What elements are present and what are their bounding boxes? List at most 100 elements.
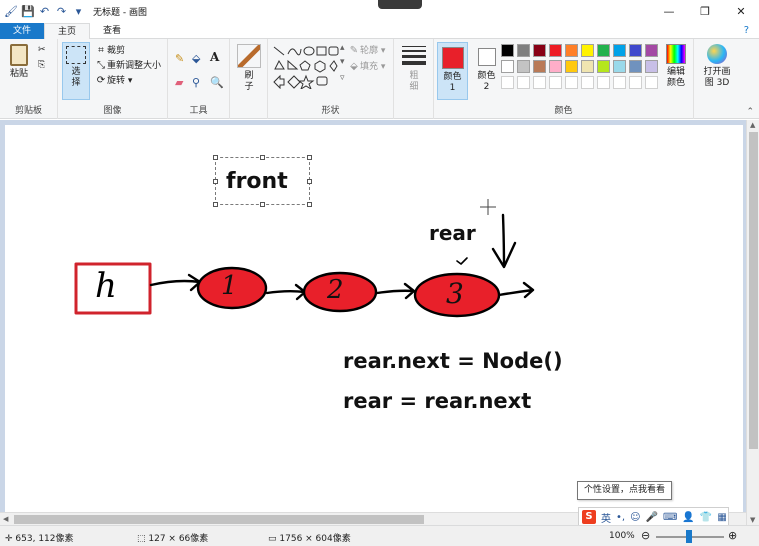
palette-swatch[interactable] bbox=[533, 76, 546, 89]
tab-view[interactable]: 查看 bbox=[103, 26, 122, 36]
customize-dropdown-icon[interactable]: ▾ bbox=[75, 5, 82, 18]
copy-icon[interactable]: ⎘ bbox=[38, 60, 46, 70]
palette-swatch[interactable] bbox=[581, 44, 594, 57]
maximize-button[interactable]: ❐ bbox=[700, 5, 710, 18]
color1-button[interactable]: 颜色 1 bbox=[437, 42, 468, 100]
undo-icon[interactable]: ↶ bbox=[39, 5, 50, 18]
paint3d-button[interactable]: 打开画图 3D bbox=[699, 44, 735, 89]
resize-button[interactable]: ⤡重新调整大小 bbox=[95, 60, 161, 72]
scroll-up-icon[interactable]: ▲ bbox=[750, 121, 756, 129]
save-icon[interactable]: 💾 bbox=[21, 5, 35, 18]
brush-icon bbox=[237, 44, 261, 68]
size-button[interactable]: 粗细 bbox=[399, 44, 429, 93]
palette-swatch[interactable] bbox=[533, 44, 546, 57]
close-button[interactable]: ✕ bbox=[736, 5, 746, 18]
shapes-gallery[interactable] bbox=[273, 45, 339, 89]
microphone-icon[interactable]: 🎤 bbox=[645, 511, 658, 523]
pencil-icon[interactable]: ✎ bbox=[175, 52, 185, 65]
shapes-scroll-down-icon[interactable]: ▾ bbox=[340, 57, 345, 67]
crop-button[interactable]: ⌗裁剪 bbox=[95, 45, 125, 57]
punctuation-icon[interactable]: •, bbox=[616, 511, 626, 523]
vertical-scroll-thumb[interactable] bbox=[749, 132, 758, 449]
ime-mode[interactable]: 英 bbox=[601, 513, 611, 525]
palette-swatch[interactable] bbox=[501, 44, 514, 57]
selection-handle-br[interactable] bbox=[307, 202, 312, 207]
palette-swatch[interactable] bbox=[597, 60, 610, 73]
selection-handle-bm[interactable] bbox=[260, 202, 265, 207]
brushes-button[interactable]: 刷子 bbox=[234, 44, 264, 93]
selection-handle-mr[interactable] bbox=[307, 179, 312, 184]
arrow-head-to-1 bbox=[149, 273, 202, 292]
rotate-button[interactable]: ⟳旋转 ▾ bbox=[96, 75, 133, 86]
minimize-button[interactable]: — bbox=[663, 5, 675, 18]
select-button[interactable]: 选择 bbox=[62, 42, 90, 100]
drawing-canvas[interactable]: front rear h 1 2 3 rear.next = Node() re… bbox=[5, 125, 743, 518]
tab-file[interactable]: 文件 bbox=[0, 23, 45, 39]
palette-swatch[interactable] bbox=[517, 44, 530, 57]
palette-swatch[interactable] bbox=[517, 60, 530, 73]
window-drag-handle[interactable] bbox=[378, 0, 422, 9]
tab-home[interactable]: 主页 bbox=[44, 23, 91, 39]
redo-icon[interactable]: ↷ bbox=[56, 5, 67, 18]
eraser-icon[interactable]: ▰ bbox=[175, 76, 184, 89]
palette-swatch[interactable] bbox=[629, 76, 642, 89]
horizontal-scroll-thumb[interactable] bbox=[14, 515, 424, 524]
palette-swatch[interactable] bbox=[613, 44, 626, 57]
palette-swatch[interactable] bbox=[629, 44, 642, 57]
magnifier-icon[interactable]: 🔍 bbox=[210, 76, 224, 89]
selection-handle-tm[interactable] bbox=[260, 155, 265, 160]
palette-swatch[interactable] bbox=[549, 60, 562, 73]
selection-handle-tl[interactable] bbox=[213, 155, 218, 160]
palette-swatch[interactable] bbox=[645, 60, 658, 73]
ime-toolbar[interactable]: S 英 •, ☺ 🎤 ⌨ 👤 👕 ▦ bbox=[578, 507, 729, 527]
keyboard-icon[interactable]: ⌨ bbox=[662, 511, 678, 523]
shapes-scroll-up-icon[interactable]: ▴ bbox=[340, 43, 345, 53]
palette-swatch[interactable] bbox=[645, 44, 658, 57]
palette-swatch[interactable] bbox=[613, 76, 626, 89]
head-letter: h bbox=[95, 266, 117, 306]
palette-swatch[interactable] bbox=[613, 60, 626, 73]
palette-swatch[interactable] bbox=[581, 76, 594, 89]
palette-swatch[interactable] bbox=[565, 76, 578, 89]
palette-swatch[interactable] bbox=[501, 76, 514, 89]
zoom-slider-thumb[interactable] bbox=[686, 530, 692, 543]
vertical-scrollbar[interactable]: ▲ ▼ bbox=[746, 120, 759, 525]
scroll-left-icon[interactable]: ◀ bbox=[3, 515, 9, 523]
text-icon[interactable]: A bbox=[210, 50, 220, 64]
palette-swatch[interactable] bbox=[645, 76, 658, 89]
palette-swatch[interactable] bbox=[549, 76, 562, 89]
skin-icon[interactable]: 👕 bbox=[699, 511, 713, 523]
color2-button[interactable]: 颜色 2 bbox=[471, 42, 502, 93]
emoji-icon[interactable]: ☺ bbox=[630, 511, 641, 523]
palette-swatch[interactable] bbox=[533, 60, 546, 73]
selection-handle-ml[interactable] bbox=[213, 179, 218, 184]
paste-button[interactable]: 粘贴 bbox=[6, 44, 32, 80]
palette-swatch[interactable] bbox=[517, 76, 530, 89]
sogou-logo-icon[interactable]: S bbox=[582, 510, 596, 524]
help-icon[interactable]: ? bbox=[743, 25, 749, 36]
fill-button[interactable]: ⬙填充 ▾ bbox=[348, 61, 385, 73]
cut-icon[interactable]: ✂ bbox=[38, 45, 46, 55]
palette-swatch[interactable] bbox=[549, 44, 562, 57]
fill-icon[interactable]: ⬙ bbox=[192, 52, 201, 65]
palette-swatch[interactable] bbox=[565, 60, 578, 73]
palette-swatch[interactable] bbox=[565, 44, 578, 57]
palette-swatch[interactable] bbox=[597, 76, 610, 89]
selection-handle-tr[interactable] bbox=[307, 155, 312, 160]
collapse-ribbon-icon[interactable]: ⌃ bbox=[746, 107, 754, 117]
color-picker-icon[interactable]: ⚲ bbox=[192, 76, 201, 89]
shapes-expand-icon[interactable]: ▿ bbox=[340, 73, 345, 83]
selection-handle-bl[interactable] bbox=[213, 202, 218, 207]
grid-menu-icon[interactable]: ▦ bbox=[717, 511, 727, 523]
palette-swatch[interactable] bbox=[501, 60, 514, 73]
edit-colors-button[interactable]: 编辑颜色 bbox=[662, 44, 690, 89]
scroll-down-icon[interactable]: ▼ bbox=[750, 516, 756, 524]
outline-button[interactable]: ✎轮廓 ▾ bbox=[349, 45, 386, 56]
user-icon[interactable]: 👤 bbox=[682, 511, 695, 523]
palette-swatch[interactable] bbox=[629, 60, 642, 73]
palette-swatch[interactable] bbox=[581, 60, 594, 73]
zoom-out-icon[interactable]: ⊖ bbox=[641, 529, 651, 542]
horizontal-scrollbar[interactable]: ◀ bbox=[0, 512, 746, 525]
zoom-in-icon[interactable]: ⊕ bbox=[728, 529, 738, 542]
palette-swatch[interactable] bbox=[597, 44, 610, 57]
